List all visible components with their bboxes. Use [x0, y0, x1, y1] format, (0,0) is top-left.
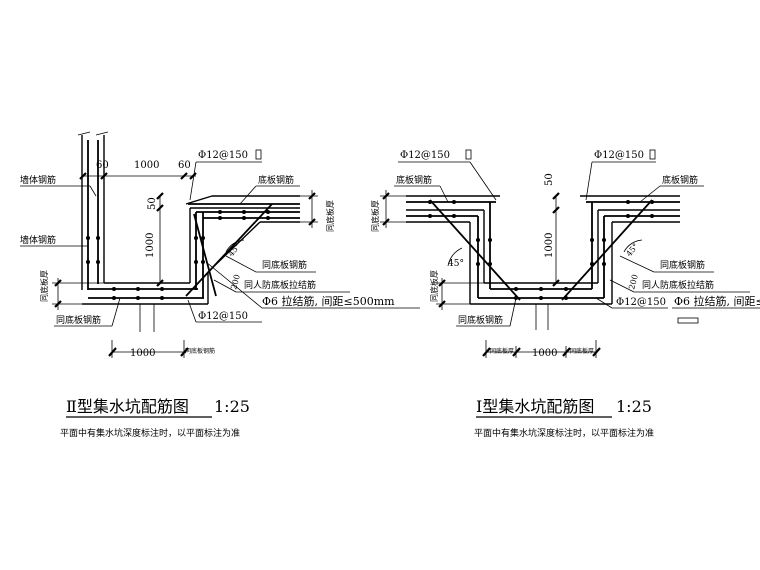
right-title: Ⅰ型集水坑配筋图: [476, 397, 594, 416]
r-angle-right: 45°: [624, 242, 640, 259]
left-title: Ⅱ型集水坑配筋图: [66, 397, 189, 416]
r-dim-1000-bottom: 1000: [532, 348, 557, 359]
r-slab-rebar-left-label: 底板钢筋: [396, 174, 432, 186]
r-rebar-symbol-right: [649, 149, 656, 160]
dim-1000-bottom: 1000: [130, 348, 155, 359]
r-civil-def-tie-label: 同人防底板拉结筋: [642, 279, 714, 291]
r-same-slab-rebar-label: 同底板钢筋: [660, 259, 705, 271]
slab-rebar-label: 底板钢筋: [258, 174, 294, 186]
left-thickness-label: 同底板厚: [39, 270, 49, 302]
wall-rebar-label-2: 墙体钢筋: [20, 234, 56, 246]
r-side-thickness-label: 同底板厚: [370, 200, 380, 232]
right-note: 平面中有集水坑深度标注时，以平面标注为准: [474, 427, 654, 439]
dim-60-right: 60: [178, 160, 191, 171]
angle-45-label: 45°: [226, 242, 242, 259]
cover-200-label: 200: [229, 273, 242, 290]
left-scale: 1:25: [214, 397, 250, 416]
wall-rebar-label-1: 墙体钢筋: [20, 174, 56, 186]
r-angle-left: 45°: [448, 259, 464, 269]
r-bottom-rebar-label: Φ12@150: [616, 297, 666, 308]
r-top-rebar-left-label: Φ12@150: [400, 150, 450, 161]
bottom-slab-rebar-label: 同底板钢筋: [56, 314, 101, 326]
dim-1000-depth: 1000: [145, 233, 156, 258]
right-pit-detail: 50 1000 同底板厚 1000 同底板厚 同底板厚 同底板厚: [370, 149, 760, 439]
r-slab-rebar-right-label: 底板钢筋: [662, 174, 698, 186]
same-slab-rebar-label: 同底板钢筋: [262, 259, 307, 271]
r-dim-1000-depth: 1000: [544, 233, 555, 258]
bottom-rebar-label: Φ12@150: [198, 311, 248, 322]
r-bottom-slab-rebar-label: 同底板钢筋: [458, 314, 503, 326]
r-dim-left-bottom: 同底板厚: [490, 347, 514, 355]
tie-rebar-label: Φ6 拉结筋, 间距≤500mm: [262, 294, 395, 308]
top-rebar-label: Φ12@150: [198, 150, 248, 161]
r-dim-right-bottom: 同底板厚: [570, 347, 594, 355]
r-dim-50: 50: [544, 173, 555, 186]
dim-1000-top: 1000: [134, 160, 159, 171]
dim-60-left: 60: [96, 160, 109, 171]
r-rebar-symbol-left: [465, 149, 472, 160]
dim-50: 50: [147, 197, 158, 210]
right-scale: 1:25: [616, 397, 652, 416]
left-note: 平面中有集水坑深度标注时，以平面标注为准: [60, 427, 240, 439]
rebar-symbol-box: [255, 149, 262, 160]
civil-def-tie-label: 同人防底板拉结筋: [244, 279, 316, 291]
r-cover-200-label: 200: [627, 273, 640, 290]
r-top-rebar-right-label: Φ12@150: [594, 150, 644, 161]
dim-same-slab-rebar: 同底板钢筋: [185, 347, 215, 355]
r-left-thickness-label: 同底板厚: [429, 270, 439, 302]
left-pit-detail: 60 1000 60 50 1000 1000 同底板钢筋 同底板厚 墙体钢筋 …: [20, 131, 420, 439]
r-tie-symbol-box: [677, 317, 699, 324]
side-thickness-label: 同底板厚: [325, 200, 335, 232]
r-tie-rebar-label: Φ6 拉结筋, 间距≤: [674, 294, 760, 308]
